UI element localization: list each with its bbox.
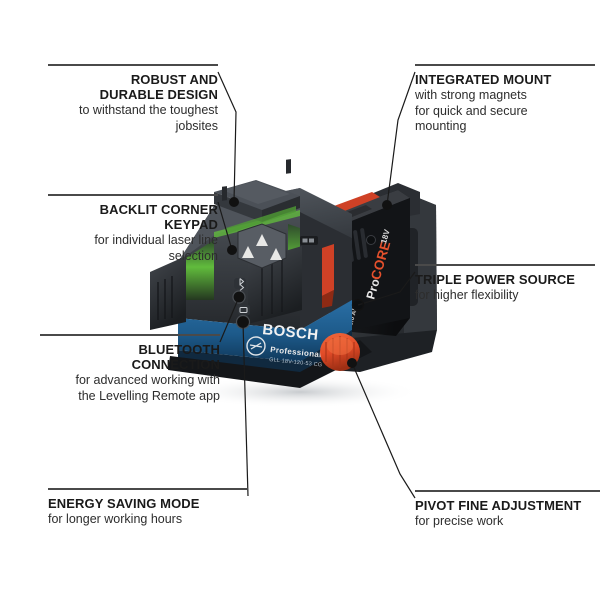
callout-pivot-fine-adjustment: PIVOT FINE ADJUSTMENT for precise work	[415, 490, 600, 530]
callout-subtitle: with strong magnets for quick and secure…	[415, 88, 528, 133]
leader-robust	[217, 71, 237, 203]
callout-rule	[48, 488, 248, 490]
battery-mode-icon	[238, 305, 250, 315]
callout-title: BACKLIT CORNER KEYPAD	[99, 202, 218, 232]
model-code: GLL 18V-120-53 CG	[269, 357, 323, 369]
top-cap	[214, 159, 300, 234]
callout-backlit-corner-keypad: BACKLIT CORNER KEYPAD for individual las…	[48, 194, 218, 264]
keypad-left-arrow[interactable]	[242, 246, 254, 258]
callout-title: BLUETOOTH CONNECTION	[131, 342, 220, 372]
callout-rule	[415, 264, 595, 266]
svg-text:Pro: Pro	[363, 277, 382, 301]
callout-energy-saving-mode: ENERGY SAVING MODE for longer working ho…	[48, 488, 248, 528]
release-lever[interactable]	[322, 244, 334, 296]
svg-text:18V: 18V	[379, 228, 392, 245]
dot-top-cap	[229, 197, 239, 207]
product-shadow	[180, 376, 420, 408]
brand-bosch: BOSCH	[262, 321, 320, 344]
callout-rule	[415, 490, 600, 492]
dot-pivot	[347, 358, 357, 368]
callout-subtitle: for longer working hours	[48, 512, 183, 526]
keypad-right-arrow[interactable]	[270, 248, 282, 260]
callout-robust-durable-design: ROBUST AND DURABLE DESIGN to withstand t…	[48, 64, 218, 134]
leader-keypad	[217, 201, 233, 251]
callout-rule	[48, 194, 218, 196]
leader-bluetooth	[219, 296, 240, 343]
bosch-roundel	[246, 336, 266, 356]
callout-subtitle: to withstand the toughest jobsites	[79, 103, 218, 133]
leader-mount	[386, 71, 416, 206]
callout-title: PIVOT FINE ADJUSTMENT	[415, 498, 582, 513]
keypad-up-arrow[interactable]	[256, 234, 268, 246]
callout-subtitle: for higher flexibility	[415, 288, 519, 302]
left-bumper	[150, 256, 186, 330]
leader-power	[357, 271, 416, 306]
callout-rule	[40, 334, 220, 336]
dot-bluetooth	[234, 292, 244, 302]
dot-keypad	[227, 245, 237, 255]
bluetooth-icon	[234, 278, 246, 291]
leader-pivot	[351, 362, 416, 499]
callout-integrated-mount: INTEGRATED MOUNT with strong magnets for…	[415, 64, 595, 135]
callout-rule	[48, 64, 218, 66]
leader-energy	[242, 321, 249, 497]
callout-subtitle: for individual laser line selection	[94, 233, 218, 263]
dot-energy	[237, 316, 249, 328]
callout-title: ENERGY SAVING MODE	[48, 496, 200, 511]
callout-triple-power-source: TRIPLE POWER SOURCE for higher flexibili…	[415, 264, 595, 304]
callout-title: TRIPLE POWER SOURCE	[415, 272, 576, 287]
callout-rule	[415, 64, 595, 66]
corner-keypad[interactable]	[237, 223, 287, 269]
callout-bluetooth-connection: BLUETOOTH CONNECTION for advanced workin…	[40, 334, 220, 404]
callout-subtitle: for advanced working with the Levelling …	[75, 373, 220, 403]
callout-title: INTEGRATED MOUNT	[415, 72, 552, 87]
dot-mount	[382, 200, 392, 210]
ring-battery	[351, 298, 365, 312]
callout-subtitle: for precise work	[415, 514, 504, 528]
callout-title: ROBUST AND DURABLE DESIGN	[99, 72, 218, 102]
